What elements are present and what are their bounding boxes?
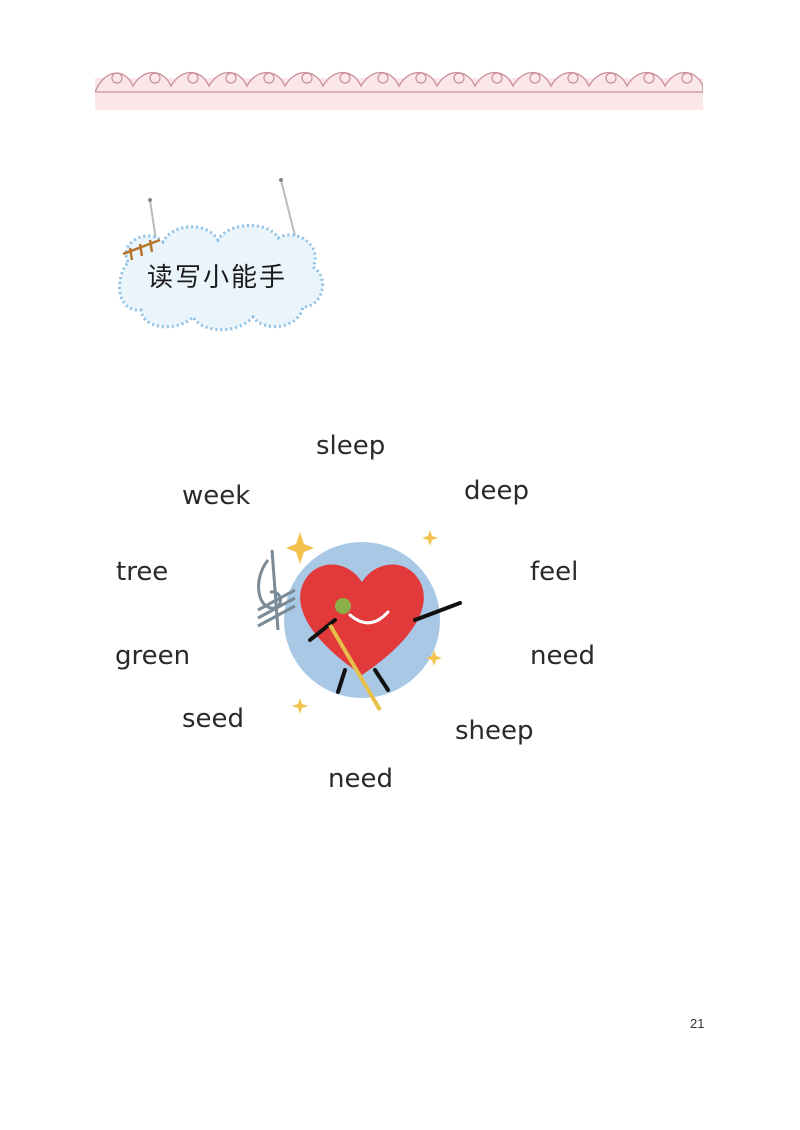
word-need-bottom: need xyxy=(328,764,393,794)
wave-border-decoration xyxy=(95,71,703,110)
word-feel: feel xyxy=(530,557,579,587)
word-green: green xyxy=(115,641,191,671)
word-tree: tree xyxy=(116,557,169,587)
music-notes-icon xyxy=(257,549,296,631)
section-title: 读写小能手 xyxy=(147,263,288,293)
heart-icon xyxy=(300,564,424,675)
word-seed: seed xyxy=(182,704,245,734)
word-need-right: need xyxy=(530,641,595,671)
word-sheep: sheep xyxy=(455,716,534,746)
ladder-decoration xyxy=(122,238,161,261)
word-sleep: sleep xyxy=(316,431,386,461)
singing-heart-illustration xyxy=(257,530,462,714)
page-number: 21 xyxy=(690,1016,705,1031)
word-deep: deep xyxy=(464,476,529,506)
cloud-sign xyxy=(118,178,324,332)
word-week: week xyxy=(182,481,251,511)
